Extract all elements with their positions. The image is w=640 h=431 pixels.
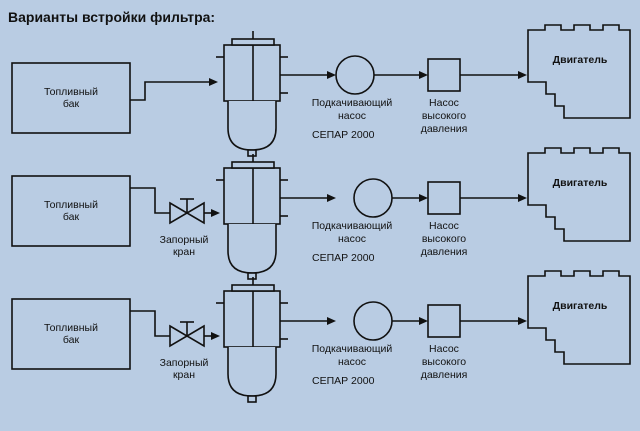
filter-separator-icon xyxy=(216,154,288,280)
fuel-tank-label-line-2: бак xyxy=(63,211,80,223)
diagram-title: Варианты встройки фильтра: xyxy=(8,9,215,25)
boost-pump-label-line-1: Подкачивающий xyxy=(312,97,393,109)
valve-right-triangle xyxy=(185,324,205,348)
fuel-tank-label-line-1: Топливный xyxy=(44,322,98,334)
boost-pump-label-line-2: насос xyxy=(338,233,366,245)
hp-pump-box xyxy=(427,58,461,92)
pipe-tank-to-filter xyxy=(130,81,210,101)
hp-pump-label-line-3: давления xyxy=(421,123,468,135)
hp-pump-label-line-2: высокого xyxy=(422,233,466,245)
engine-label: Двигатель xyxy=(553,54,608,66)
filter-model-label: СЕПАР 2000 xyxy=(312,252,375,264)
flow-arrow xyxy=(327,71,336,79)
filter-drain xyxy=(247,272,257,280)
valve-left-triangle xyxy=(169,324,189,348)
shutoff-valve-icon xyxy=(169,198,205,225)
filter-drain xyxy=(247,395,257,403)
boost-pump-label-line-1: Подкачивающий xyxy=(312,343,393,355)
boost-pump-icon xyxy=(353,301,393,341)
filter-cap xyxy=(231,161,275,169)
hp-pump-label-line-1: Насос xyxy=(429,97,459,109)
boost-pump-label-line-2: насос xyxy=(338,110,366,122)
filter-bowl xyxy=(227,224,277,274)
hp-pump-box xyxy=(427,181,461,215)
boost-pump-icon xyxy=(335,55,375,95)
hp-pump-label-line-1: Насос xyxy=(429,220,459,232)
boost-pump-icon xyxy=(353,178,393,218)
engine-label: Двигатель xyxy=(553,177,608,189)
valve-label-line-2: кран xyxy=(173,369,195,381)
boost-pump-label-line-2: насос xyxy=(338,356,366,368)
fuel-tank-label-line-2: бак xyxy=(63,334,80,346)
valve-right-triangle xyxy=(185,201,205,225)
flow-arrow xyxy=(518,317,527,325)
hp-pump-label-line-3: давления xyxy=(421,369,468,381)
filter-bowl xyxy=(227,101,277,151)
hp-pump-label-line-1: Насос xyxy=(429,343,459,355)
pipe-tank-to-valve xyxy=(130,310,170,337)
shutoff-valve-icon xyxy=(169,321,205,348)
flow-arrow xyxy=(518,194,527,202)
valve-label-line-1: Запорный xyxy=(160,357,209,369)
flow-arrow xyxy=(419,71,428,79)
filter-cap xyxy=(231,38,275,46)
filter-head xyxy=(223,290,281,348)
engine-outline xyxy=(527,270,631,365)
filter-drain xyxy=(247,149,257,157)
boost-pump-label-line-1: Подкачивающий xyxy=(312,220,393,232)
fuel-tank-box xyxy=(11,298,131,370)
pipe-tank-to-valve xyxy=(130,187,170,214)
filter-cap xyxy=(231,284,275,292)
engine-label: Двигатель xyxy=(553,300,608,312)
hp-pump-box xyxy=(427,304,461,338)
engine-icon xyxy=(527,24,631,119)
filter-head xyxy=(223,44,281,102)
fuel-tank-label-line-1: Топливный xyxy=(44,86,98,98)
flow-arrow xyxy=(419,317,428,325)
engine-icon xyxy=(527,147,631,242)
flow-arrow xyxy=(211,209,220,217)
fuel-tank-box xyxy=(11,62,131,134)
engine-outline xyxy=(527,147,631,242)
engine-outline xyxy=(527,24,631,119)
fuel-tank-box xyxy=(11,175,131,247)
filter-separator-icon xyxy=(216,277,288,403)
filter-model-label: СЕПАР 2000 xyxy=(312,375,375,387)
valve-label-line-1: Запорный xyxy=(160,234,209,246)
valve-label-line-2: кран xyxy=(173,246,195,258)
filter-model-label: СЕПАР 2000 xyxy=(312,129,375,141)
valve-left-triangle xyxy=(169,201,189,225)
engine-icon xyxy=(527,270,631,365)
flow-arrow xyxy=(518,71,527,79)
flow-arrow xyxy=(327,194,336,202)
filter-separator-icon xyxy=(216,31,288,157)
hp-pump-label-line-2: высокого xyxy=(422,356,466,368)
flow-arrow xyxy=(211,332,220,340)
hp-pump-label-line-3: давления xyxy=(421,246,468,258)
flow-arrow xyxy=(419,194,428,202)
filter-head xyxy=(223,167,281,225)
fuel-tank-label-line-2: бак xyxy=(63,98,80,110)
fuel-tank-label-line-1: Топливный xyxy=(44,199,98,211)
hp-pump-label-line-2: высокого xyxy=(422,110,466,122)
flow-arrow xyxy=(209,78,218,86)
flow-arrow xyxy=(327,317,336,325)
filter-bowl xyxy=(227,347,277,397)
